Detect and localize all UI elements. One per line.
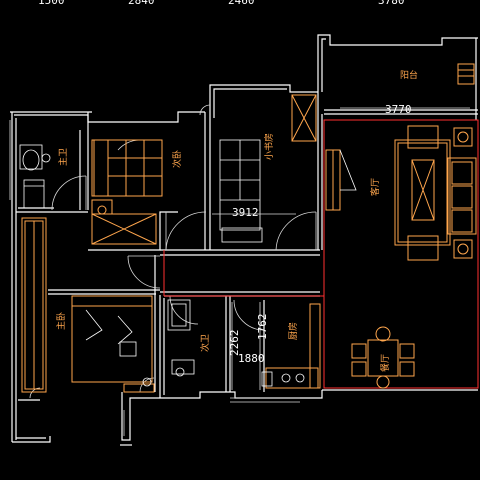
small-study: 小书房 3912 <box>212 133 296 243</box>
windows <box>9 120 300 436</box>
dining-furniture: 餐厅 <box>351 326 415 389</box>
dim-small-study-width: 3912 <box>232 206 259 219</box>
dim-balcony-width: 3770 <box>385 103 412 116</box>
balcony-area: 阳台 3770 <box>291 63 475 142</box>
room-label-small-study: 小书房 <box>263 133 275 160</box>
living-dining-outline <box>323 119 479 389</box>
room-label-kitchen: 厨房 <box>287 322 299 340</box>
room-label-balcony: 阳台 <box>400 69 418 81</box>
second-bath: 次卫 2262 <box>167 299 241 390</box>
dim-kitchen-width: 1880 <box>238 352 265 365</box>
room-label-master-bedroom: 主卧 <box>55 312 67 330</box>
second-bedroom: 次卧 <box>91 139 183 245</box>
master-bath: 主卫 <box>19 144 69 209</box>
dim-top-3: 2460 <box>228 0 255 7</box>
room-label-dining: 餐厅 <box>379 354 391 372</box>
dim-top-2: 2840 <box>128 0 155 7</box>
dim-top-1: 1500 <box>38 0 65 7</box>
dim-top-4: 3780 <box>378 0 405 7</box>
room-label-second-bedroom: 次卧 <box>171 150 183 168</box>
dim-bath-height: 2262 <box>228 330 241 357</box>
room-label-master-bath: 主卫 <box>57 148 69 166</box>
living-room-furniture: 客厅 <box>325 125 477 261</box>
dim-kitchen-height: 1762 <box>256 314 269 341</box>
room-label-living: 客厅 <box>369 178 381 196</box>
master-bedroom: 主卧 <box>21 217 155 393</box>
kitchen: 1762 1880 厨房 <box>238 302 321 390</box>
room-label-second-bath: 次卫 <box>199 334 211 352</box>
